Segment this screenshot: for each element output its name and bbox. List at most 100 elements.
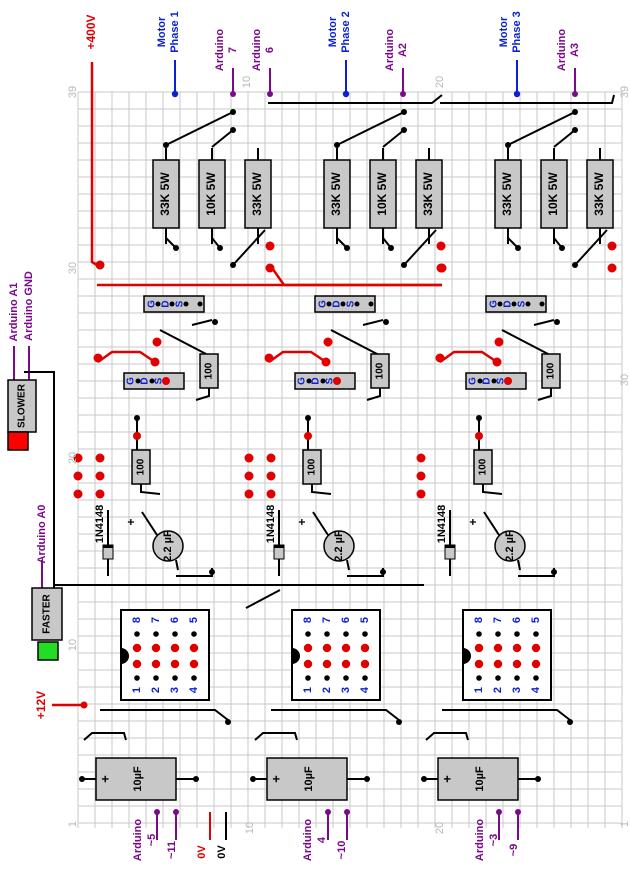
arduino-pin-label: ~9 <box>508 844 520 857</box>
components <box>7 90 617 815</box>
ic-pin-number: 5 <box>359 617 371 623</box>
mosfet-pin-label: G <box>468 377 479 385</box>
junction-dot <box>134 675 140 681</box>
junction-dot <box>572 262 578 268</box>
junction-dot <box>401 262 407 268</box>
diode-band <box>103 545 113 548</box>
arduino-pin-label: Arduino <box>132 819 144 861</box>
drive-resistor <box>302 449 322 485</box>
lead <box>366 388 381 401</box>
red-node <box>474 659 484 669</box>
red-node <box>265 263 275 273</box>
red-node <box>132 643 142 653</box>
diagonal-link <box>336 111 405 146</box>
short-link <box>533 319 555 326</box>
ic-socket <box>120 609 210 701</box>
ic-pin-number: 1 <box>302 687 314 693</box>
arduino-pin-label: A3 <box>569 43 581 57</box>
junction-dot <box>515 245 521 251</box>
row-number: 10 <box>244 822 256 834</box>
ic-pin-number: 7 <box>150 617 162 623</box>
arduino-pin-label: ~10 <box>336 841 348 860</box>
mosfet-pin-label: G <box>297 377 308 385</box>
resistor-value: 100 <box>307 458 318 475</box>
red-node <box>80 701 88 709</box>
junction-dot <box>383 319 389 325</box>
resistor-value: 100 <box>136 458 147 475</box>
junction-dot <box>401 127 407 133</box>
ic-pin-number: 1 <box>473 687 485 693</box>
red-node <box>95 489 105 499</box>
junction-dot <box>163 142 169 148</box>
junction-dot <box>511 301 517 307</box>
row-number: 1 <box>67 821 79 827</box>
red-node <box>303 659 313 669</box>
faster-button <box>31 587 63 641</box>
arduino-pin-label: 7 <box>227 47 239 53</box>
ic-pin-number: 7 <box>321 617 333 623</box>
junction-dot <box>525 301 531 307</box>
red-node <box>607 263 617 273</box>
lead <box>311 484 332 495</box>
lead <box>537 388 552 401</box>
red-node <box>474 643 484 653</box>
resistor-value: 100 <box>546 362 557 379</box>
red-node <box>170 643 180 653</box>
slower-button-cap <box>7 431 29 451</box>
arduino-pin-label: A2 <box>397 43 409 57</box>
junction-dot <box>134 631 140 637</box>
ic-notch <box>121 648 129 664</box>
red-node <box>244 453 254 463</box>
junction-dot <box>497 301 503 307</box>
resistor-value: 10K 5W <box>375 172 389 216</box>
power-resistor <box>198 159 226 229</box>
junction-dot <box>496 809 502 815</box>
junction-dot <box>554 319 560 325</box>
lead <box>175 559 179 571</box>
capacitor-value: 2.2 µF <box>504 530 516 562</box>
resistor-value: 33K 5W <box>329 172 343 216</box>
capacitor-10uf <box>437 757 519 801</box>
red-node <box>416 453 426 463</box>
row-number: 10 <box>241 76 253 88</box>
mosfet-pin-label: G <box>147 300 158 308</box>
gate-resistor <box>199 353 219 389</box>
diode-band <box>274 545 284 548</box>
junction-dot <box>514 675 520 681</box>
red-node <box>360 659 370 669</box>
junction-dot <box>364 776 370 782</box>
diagonal-link <box>501 329 551 356</box>
junction-dot <box>191 675 197 681</box>
junction-dot <box>344 809 350 815</box>
junction-dot <box>388 245 394 251</box>
gate-wire <box>439 350 498 364</box>
red-node <box>416 471 426 481</box>
junction-dot <box>154 809 160 815</box>
red-node <box>266 489 276 499</box>
power-resistor <box>152 159 180 229</box>
ic-pin-number: 6 <box>169 617 181 623</box>
power-resistor <box>540 159 568 229</box>
faster-button-label: FASTER <box>42 594 53 634</box>
resistor-value: 33K 5W <box>500 172 514 216</box>
ic-pin-number: 8 <box>473 617 485 623</box>
motor-phase-label: Motor <box>156 16 168 47</box>
supply-400v-bus <box>268 264 442 287</box>
polarity-plus: + <box>124 518 138 525</box>
red-node <box>265 241 275 251</box>
resistor-value: 100 <box>375 362 386 379</box>
resistor-value: 10K 5W <box>204 172 218 216</box>
polarity-plus: + <box>466 518 480 525</box>
mosfet-pin-label: G <box>318 300 329 308</box>
mosfet-pin-label: D <box>140 377 151 384</box>
resistor-value: 10K 5W <box>546 172 560 216</box>
motor-phase-node <box>513 90 521 98</box>
motor-phase-label: Phase 3 <box>511 11 523 53</box>
junction-dot <box>515 809 521 815</box>
top-bus <box>268 94 443 104</box>
red-node <box>162 377 170 385</box>
short-link <box>191 319 213 326</box>
diagonal-link <box>403 229 437 266</box>
red-node <box>494 337 504 347</box>
